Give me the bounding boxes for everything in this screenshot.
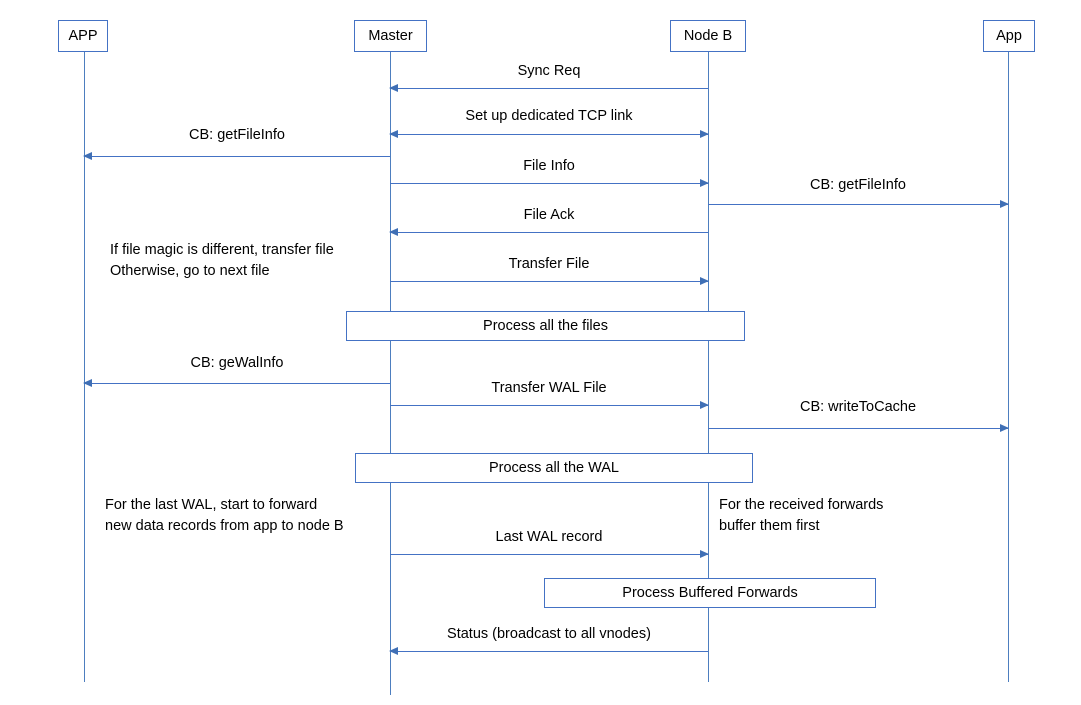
message-label-cb-getfileinfo-right: CB: getFileInfo (810, 177, 906, 193)
actor-label-app_right: App (996, 27, 1022, 44)
message-label-setup-tcp-link: Set up dedicated TCP link (465, 108, 633, 124)
actor-label-master: Master (368, 27, 413, 44)
arrowhead-right-icon (700, 401, 709, 410)
arrowhead-left-icon (83, 152, 92, 161)
arrowhead-right-icon (700, 277, 709, 286)
note-note-buffer-forwards: For the received forwards buffer them fi… (719, 497, 884, 535)
lifeline-app_left (84, 52, 85, 682)
arrowhead-right-icon (1000, 200, 1009, 209)
arrowhead-right-icon (700, 550, 709, 559)
arrowhead-right-icon (700, 179, 709, 188)
message-line-file-ack[interactable] (389, 228, 708, 237)
message-line-cb-writetocache[interactable] (708, 424, 1009, 433)
lifeline-master (390, 52, 391, 695)
message-label-file-info: File Info (523, 158, 575, 174)
arrowhead-left-icon (389, 130, 398, 139)
message-label-transfer-file: Transfer File (508, 256, 590, 272)
lifeline-node_b (708, 52, 709, 682)
process-box-label: Process Buffered Forwards (622, 585, 798, 601)
message-label-file-ack: File Ack (523, 207, 575, 223)
arrowhead-right-icon (1000, 424, 1009, 433)
message-line-setup-tcp-link[interactable] (389, 130, 709, 139)
process-box-label: Process all the files (483, 318, 608, 334)
process-box-label: Process all the WAL (488, 460, 619, 476)
actor-box-app_right[interactable]: App (983, 20, 1035, 52)
actor-box-app_left[interactable]: APP (58, 20, 108, 52)
message-line-sync-req[interactable] (389, 84, 708, 93)
actor-label-node_b: Node B (683, 27, 733, 44)
actor-box-master[interactable]: Master (354, 20, 427, 52)
message-label-sync-req: Sync Req (517, 63, 581, 79)
message-label-cb-writetocache: CB: writeToCache (799, 399, 917, 415)
message-line-transfer-wal-file[interactable] (390, 401, 709, 410)
actor-label-app_left: APP (68, 27, 98, 44)
message-label-last-wal-record: Last WAL record (495, 529, 603, 545)
process-box-process-all-wal[interactable]: Process all the WAL (355, 453, 753, 483)
note-note-last-wal-forward: For the last WAL, start to forward new d… (105, 497, 344, 535)
arrowhead-right-icon (700, 130, 709, 139)
arrowhead-left-icon (83, 379, 92, 388)
note-note-file-magic: If file magic is different, transfer fil… (110, 242, 334, 280)
message-line-status-broadcast[interactable] (389, 647, 708, 656)
arrowhead-left-icon (389, 647, 398, 656)
message-line-cb-getfileinfo-left[interactable] (83, 152, 390, 161)
message-line-transfer-file[interactable] (390, 277, 709, 286)
arrowhead-left-icon (389, 84, 398, 93)
message-label-cb-gewalinfo: CB: geWalInfo (190, 355, 284, 371)
arrowhead-left-icon (389, 228, 398, 237)
message-label-cb-getfileinfo-left: CB: getFileInfo (189, 127, 285, 143)
message-line-cb-getfileinfo-right[interactable] (708, 200, 1009, 209)
process-box-process-all-files[interactable]: Process all the files (346, 311, 745, 341)
message-line-last-wal-record[interactable] (390, 550, 709, 559)
message-line-file-info[interactable] (390, 179, 709, 188)
message-line-cb-gewalinfo[interactable] (83, 379, 390, 388)
process-box-process-buffered-forwards[interactable]: Process Buffered Forwards (544, 578, 876, 608)
lifeline-app_right (1008, 52, 1009, 682)
message-label-status-broadcast: Status (broadcast to all vnodes) (447, 626, 651, 642)
actor-box-node_b[interactable]: Node B (670, 20, 746, 52)
message-label-transfer-wal-file: Transfer WAL File (491, 380, 607, 396)
